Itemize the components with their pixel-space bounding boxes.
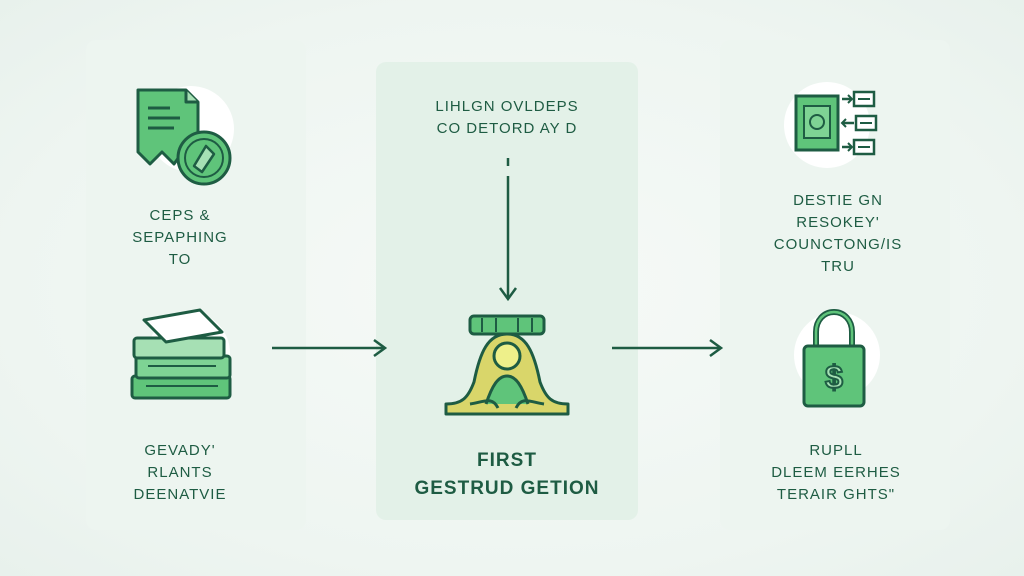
center-top-label-line-1: LIHLGN OVLDEPS xyxy=(435,98,579,115)
left-top-label-line-3: TO xyxy=(168,251,192,268)
left-bottom-label-line-2: RLANTS xyxy=(147,464,213,481)
right-bottom-label-line-3: TERAIR GHTS" xyxy=(776,486,896,503)
document-checklist-icon xyxy=(780,80,890,180)
center-top-label: LIHLGN OVLDEPS CO DETORD AY D xyxy=(376,96,638,140)
right-bottom-label-line-1: RUPLL xyxy=(809,442,863,459)
left-top-label: CEPS & SEPAPHING TO xyxy=(118,205,242,271)
right-top-label-line-2: RESOKEY' xyxy=(796,214,880,231)
padlock-dollar-icon: $ xyxy=(784,306,888,410)
center-title-line-1: FIRST xyxy=(477,450,537,471)
bank-building-icon xyxy=(440,312,574,420)
right-top-label-line-3: COUNCTONG/IS xyxy=(773,236,903,253)
left-bottom-label-line-3: DEENATVIE xyxy=(133,486,227,503)
left-top-label-line-1: CEPS & xyxy=(149,207,211,224)
center-title-line-2: GESTRUD GETION xyxy=(414,478,600,499)
down-arrow xyxy=(498,158,518,302)
right-top-label-line-1: DESTIE GN xyxy=(793,192,883,209)
right-bottom-label: RUPLL DLEEM EERHES TERAIR GHTS" xyxy=(748,440,924,506)
center-top-label-line-2: CO DETORD AY D xyxy=(436,120,578,137)
left-to-center-arrow xyxy=(272,338,388,358)
document-coin-icon xyxy=(128,80,238,190)
left-top-label-line-2: SEPAPHING xyxy=(132,229,228,246)
right-top-label: DESTIE GN RESOKEY' COUNCTONG/IS TRU xyxy=(756,190,920,278)
left-bottom-label-line-1: GEVADY' xyxy=(144,442,216,459)
money-stack-icon xyxy=(126,306,238,410)
center-to-right-arrow xyxy=(612,338,724,358)
center-title: FIRST GESTRUD GETION xyxy=(376,447,638,503)
right-top-label-line-4: TRU xyxy=(821,258,855,275)
left-bottom-label: GEVADY' RLANTS DEENATVIE xyxy=(108,440,252,506)
svg-text:$: $ xyxy=(825,359,843,395)
right-bottom-label-line-2: DLEEM EERHES xyxy=(771,464,901,481)
